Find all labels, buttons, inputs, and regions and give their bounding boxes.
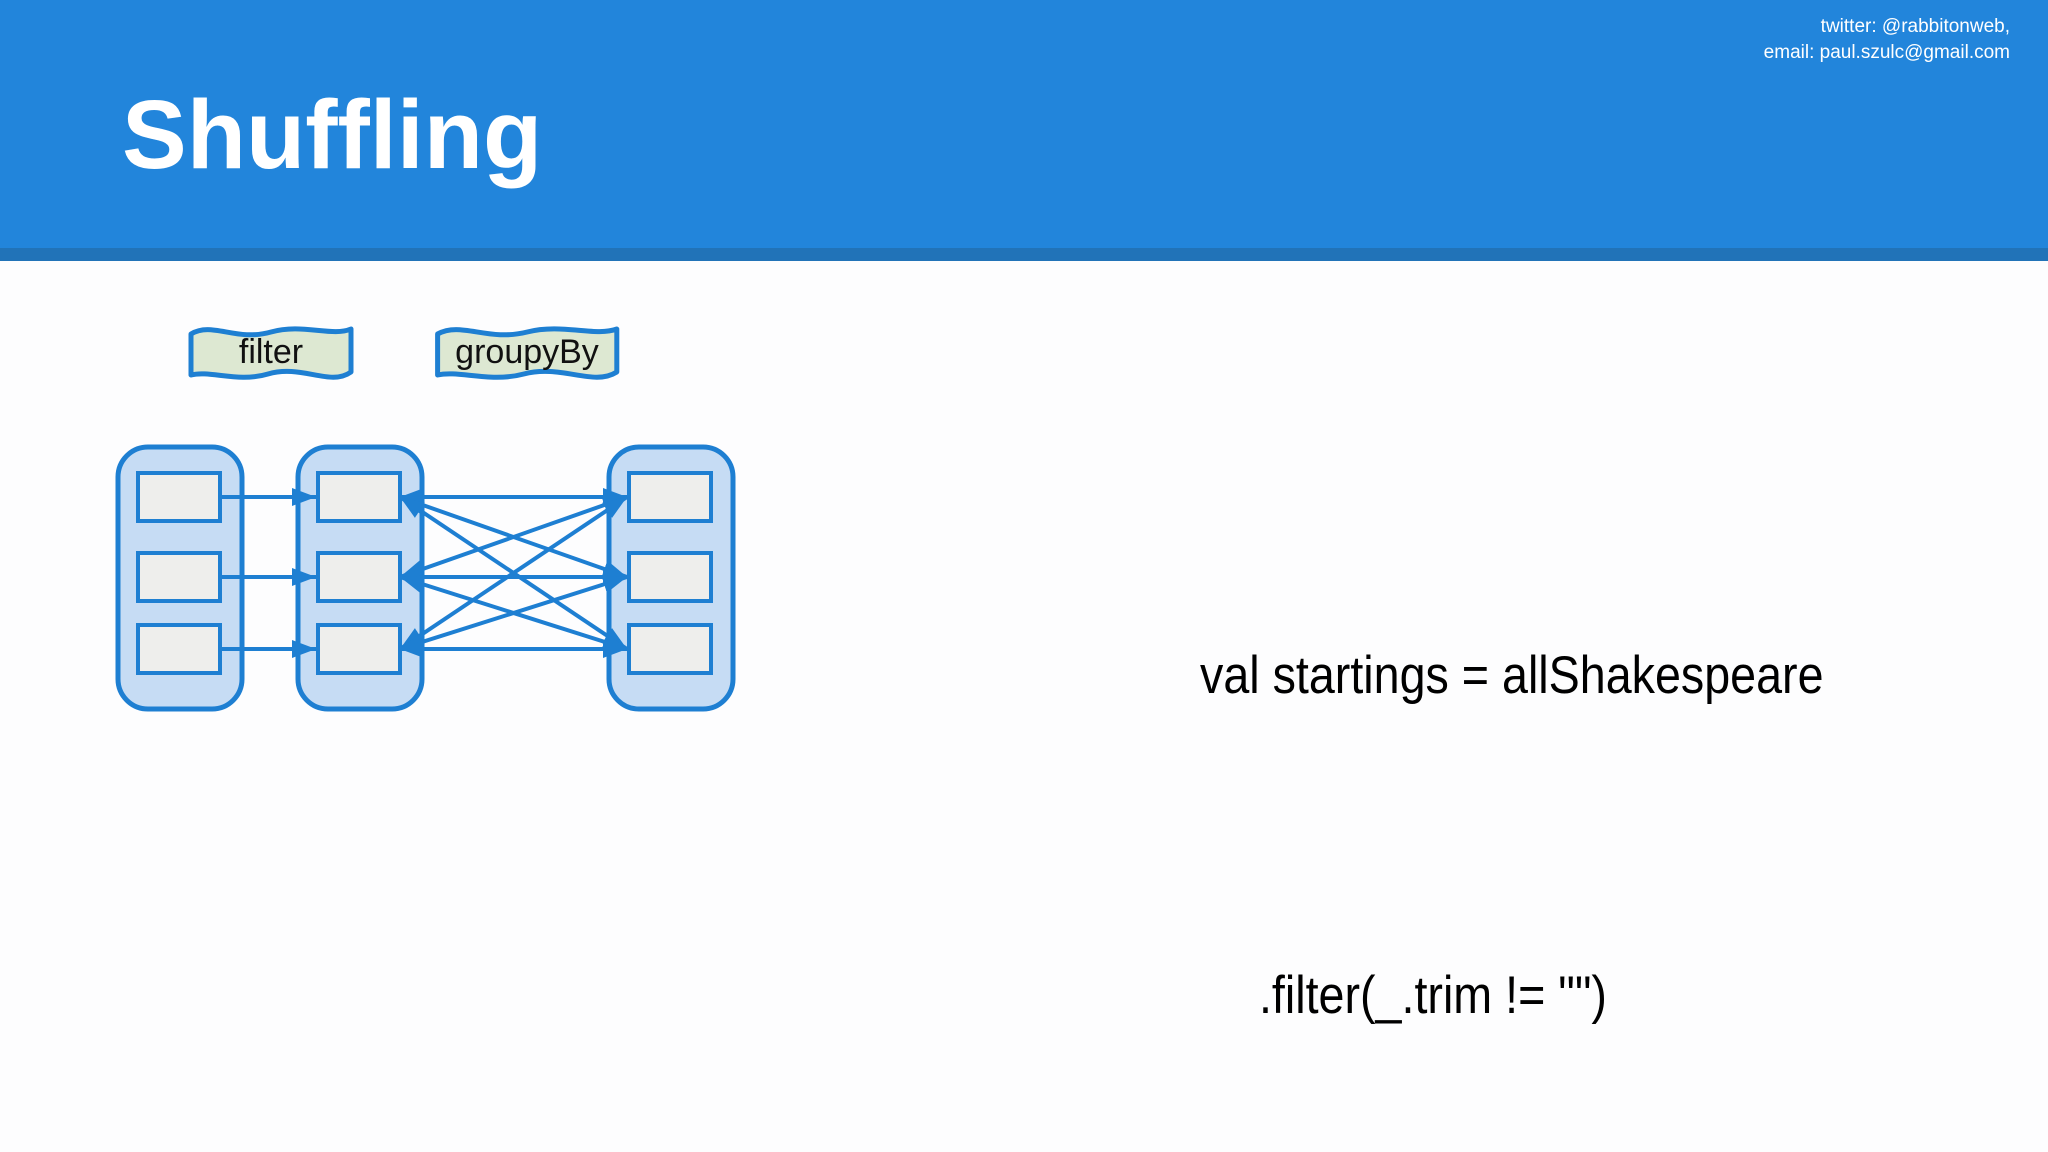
- partition-box: [316, 551, 402, 603]
- slide-header: Shuffling twitter: @rabbitonweb, email: …: [0, 0, 2048, 248]
- code-block: val startings = allShakespeare .filter(_…: [1200, 316, 1957, 1152]
- partition-box: [316, 623, 402, 675]
- groupby-flag-label: groupyBy: [455, 333, 599, 371]
- partition-column-3: [606, 444, 736, 712]
- shuffle-arrows: [398, 488, 629, 658]
- contact-email: email: paul.szulc@gmail.com: [1763, 42, 2010, 63]
- filter-flag: filter: [188, 326, 354, 380]
- filter-arrows: [220, 488, 316, 658]
- partition-box: [316, 471, 402, 523]
- code-line-text: val startings = allShakespeare: [1200, 646, 1824, 705]
- partition-box: [136, 551, 222, 603]
- partition-column-2: [295, 444, 425, 712]
- partition-box: [627, 551, 713, 603]
- partition-box: [136, 623, 222, 675]
- code-line: .filter(_.trim != ""): [1200, 956, 1957, 1036]
- shuffle-diagram: filter groupyBy: [115, 326, 736, 712]
- header-accent-strip: [0, 248, 2048, 261]
- filter-flag-label: filter: [239, 333, 303, 371]
- partition-box: [136, 471, 222, 523]
- contact-info: twitter: @rabbitonweb, email: paul.szulc…: [1764, 14, 2010, 66]
- partition-box: [627, 623, 713, 675]
- partition-box: [627, 471, 713, 523]
- shuffle-arrow: [399, 575, 628, 651]
- code-line-text: .filter(_.trim != ""): [1258, 966, 1607, 1025]
- groupby-flag: groupyBy: [438, 329, 617, 377]
- partition-column-1: [115, 444, 245, 712]
- code-line: val startings = allShakespeare: [1200, 636, 1957, 716]
- page-title: Shuffling: [122, 80, 543, 189]
- contact-twitter: twitter: @rabbitonweb,: [1820, 16, 2010, 37]
